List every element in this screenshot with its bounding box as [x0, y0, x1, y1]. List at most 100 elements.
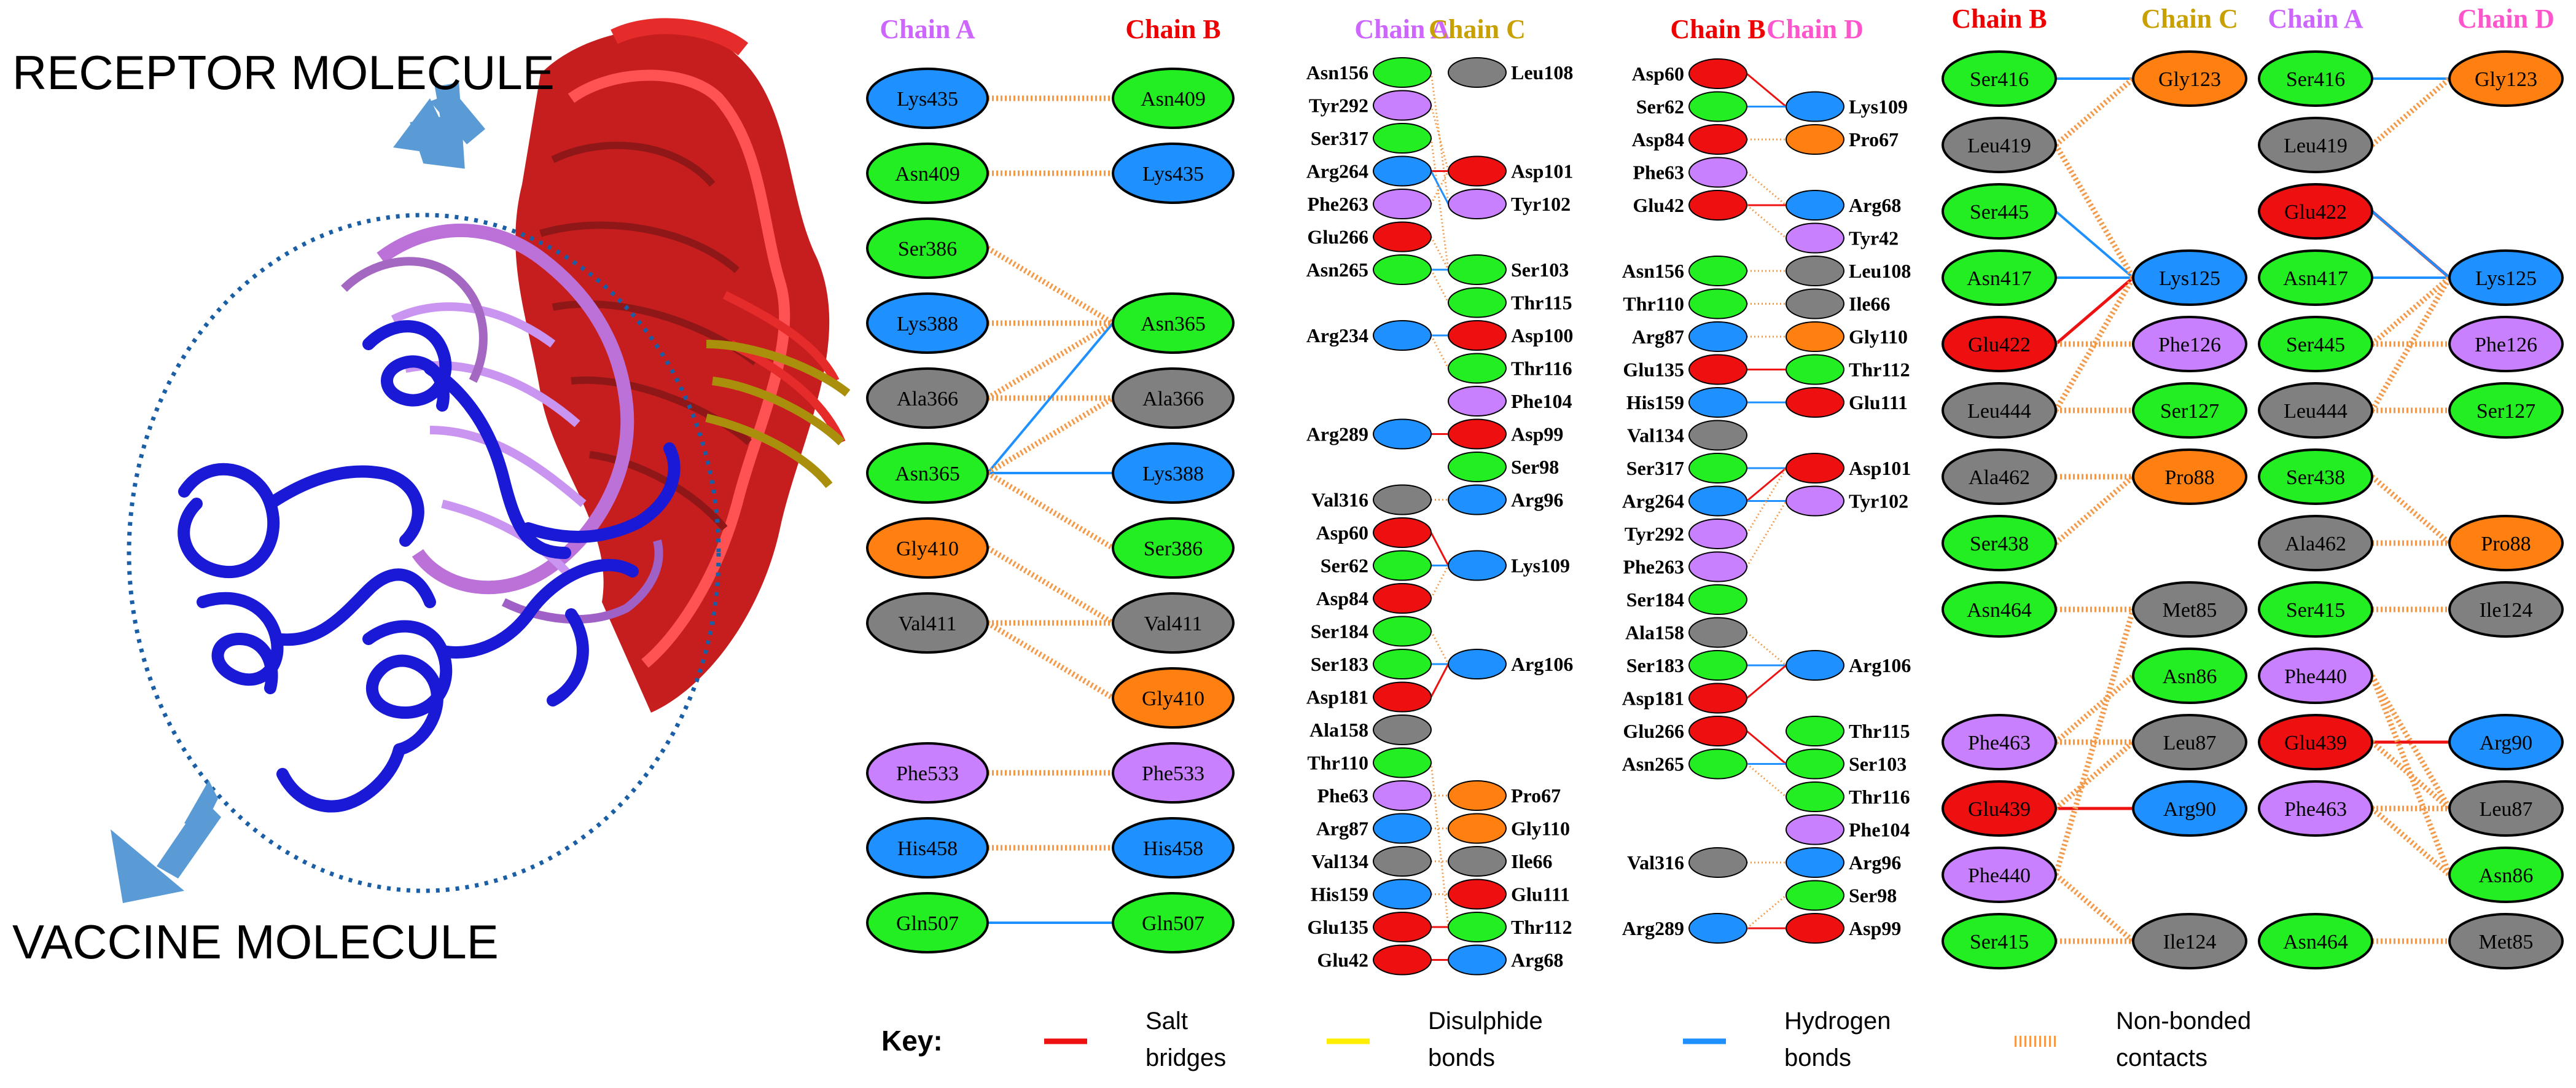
residue-ellipse: [1373, 846, 1432, 877]
residue-label: Pro88: [2481, 533, 2531, 555]
residue-label: Phe126: [2475, 334, 2537, 356]
residue-label: Leu444: [2284, 400, 2348, 423]
residue-ellipse: [1786, 748, 1844, 780]
residue-label: Phe126: [2158, 334, 2221, 356]
residue-ellipse: [1373, 714, 1432, 745]
residue-node: Asn464: [1942, 581, 2057, 638]
molecule-structure-image: [111, 18, 851, 903]
residue-node: Met85: [2448, 913, 2564, 969]
residue-node: Gly110: [1786, 321, 1908, 352]
residue-label: Lys388: [897, 313, 958, 335]
residue-node: Gly123: [2448, 50, 2564, 107]
residue-node: Gly123: [2132, 50, 2247, 107]
residue-label: Lys388: [1142, 463, 1204, 485]
residue-label: Arg90: [2480, 732, 2532, 754]
residue-label: Ile124: [2163, 931, 2217, 953]
residue-label: Ser103: [1849, 753, 1907, 775]
residue-node: Leu419: [1942, 117, 2057, 173]
residue-ellipse: [1688, 485, 1747, 517]
residue-ellipse: [1112, 742, 1235, 804]
residue-ellipse: [1373, 780, 1432, 811]
residue-ellipse: [1373, 254, 1432, 285]
residue-label: Gly110: [1849, 326, 1908, 348]
residue-node: Thr110: [1307, 747, 1432, 778]
residue-node: Glu266: [1623, 716, 1747, 746]
residue-node: Arg289: [1306, 418, 1432, 450]
residue-label: Gly110: [1511, 818, 1570, 840]
residue-label: Gly123: [2158, 68, 2221, 91]
residue-ellipse: [2258, 515, 2373, 571]
residue-node: Arg96: [1448, 484, 1563, 515]
residue-ellipse: [2258, 913, 2373, 969]
residue-label: Leu108: [1511, 61, 1573, 84]
residue-node: Arg68: [1448, 944, 1563, 976]
residue-node: Glu422: [1942, 316, 2057, 372]
residue-label: Val411: [898, 612, 956, 635]
residue-label: Ile66: [1849, 293, 1891, 315]
residue-ellipse: [866, 742, 989, 804]
residue-label: Glu439: [1968, 798, 2031, 821]
residue-ellipse: [1942, 183, 2057, 240]
residue-node: Asn265: [1306, 254, 1432, 285]
residue-label: Gly410: [896, 538, 959, 560]
nonbonded-link: [1430, 105, 1450, 171]
residue-node: Phe533: [1112, 742, 1235, 804]
residue-node: Val411: [1112, 592, 1235, 654]
residue-ellipse: [1688, 683, 1747, 714]
residue-ellipse: [1786, 847, 1844, 878]
nonbonded-link: [1430, 138, 1450, 270]
nonbonded-link: [986, 396, 1115, 476]
residue-node: Thr112: [1786, 354, 1910, 385]
residue-ellipse: [1786, 716, 1844, 746]
residue-ellipse: [1112, 592, 1235, 654]
residue-node: Ser103: [1448, 254, 1569, 285]
residue-label: Asn417: [2283, 267, 2348, 290]
residue-label: Asn156: [1306, 61, 1368, 84]
residue-label: Ala462: [2285, 533, 2346, 555]
residue-ellipse: [1373, 879, 1432, 910]
salt-link: [1746, 664, 1787, 699]
residue-ellipse: [1112, 817, 1235, 879]
salt-link: [1746, 730, 1787, 765]
residue-node: Lys109: [1786, 91, 1908, 122]
residue-ellipse: [1373, 221, 1432, 252]
residue-ellipse: [1448, 57, 1507, 88]
residue-ellipse: [2258, 382, 2373, 439]
residue-ellipse: [1448, 189, 1507, 219]
residue-node: Ser445: [2258, 316, 2373, 372]
residue-label: Ser184: [1626, 589, 1684, 611]
right-chain-title: Chain C: [2141, 4, 2238, 34]
residue-label: Ser415: [2286, 599, 2345, 622]
residue-ellipse: [1786, 190, 1844, 221]
residue-label: Glu266: [1307, 226, 1368, 248]
residue-node: Val411: [866, 592, 989, 654]
residue-label: Leu419: [2284, 135, 2348, 157]
residue-node: His159: [1626, 387, 1747, 418]
residue-node: Ser98: [1448, 452, 1559, 482]
residue-node: Lys125: [2132, 249, 2247, 306]
residue-node: Ser415: [2258, 581, 2373, 638]
residue-ellipse: [1942, 780, 2057, 837]
residue-node: Glu42: [1633, 190, 1747, 221]
residue-label: Arg106: [1511, 653, 1573, 675]
receptor-arrow-icon: [393, 82, 485, 169]
residue-node: Leu444: [1942, 382, 2057, 439]
residue-ellipse: [1786, 321, 1844, 352]
residue-ellipse: [2448, 780, 2564, 837]
nonbonded-link: [1746, 171, 1787, 206]
residue-node: Ser127: [2132, 382, 2247, 439]
residue-label: His159: [1311, 883, 1368, 906]
residue-label: Glu111: [1511, 883, 1570, 906]
residue-label: Asn365: [1141, 313, 1206, 335]
residue-ellipse: [1448, 320, 1507, 351]
residue-node: Val316: [1627, 847, 1747, 878]
residue-node: Glu42: [1317, 944, 1432, 976]
salt-link: [1746, 72, 1787, 108]
nonbonded-link: [2370, 474, 2451, 546]
residue-node: Gly410: [1112, 667, 1235, 729]
interaction-links: [2369, 76, 2453, 944]
residue-ellipse: [1373, 813, 1432, 844]
residue-label: Ala158: [1309, 719, 1368, 741]
